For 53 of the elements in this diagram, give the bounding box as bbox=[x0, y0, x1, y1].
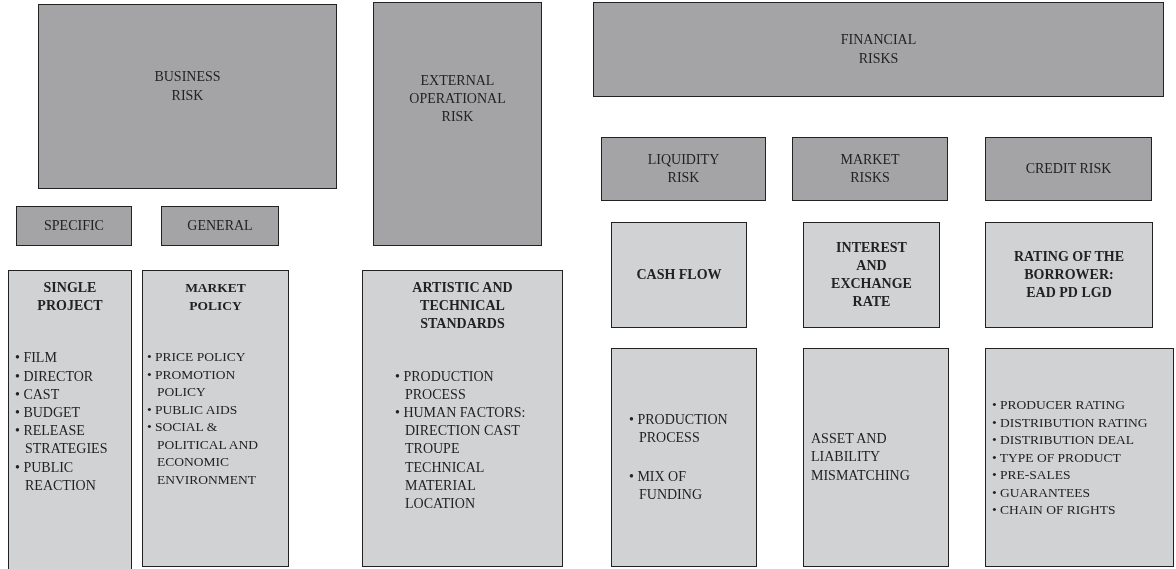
list-item: • PRODUCER RATING bbox=[992, 396, 1126, 414]
list-item: • FILM bbox=[15, 349, 58, 368]
risk-category-box bbox=[161, 206, 279, 246]
risk-detail-box bbox=[985, 348, 1174, 567]
heading-text: MARKET RISKS bbox=[839, 150, 901, 187]
list-item: • PUBLIC AIDS bbox=[147, 400, 239, 419]
risk-category-box bbox=[16, 206, 132, 246]
list-item: • PRE-SALES bbox=[992, 466, 1072, 484]
list-item: • PRODUCTION PROCESS bbox=[629, 411, 729, 448]
risk-category-box bbox=[985, 137, 1152, 201]
list-item: • CHAIN OF RIGHTS bbox=[992, 501, 1117, 519]
heading-text: LIQUIDITY RISK bbox=[646, 150, 721, 187]
list-item: • RELEASE STRATEGIES bbox=[15, 422, 109, 459]
risk-factor-box bbox=[611, 222, 747, 328]
list-item: • PRODUCTION PROCESS bbox=[395, 367, 495, 404]
risk-detail-box bbox=[611, 348, 757, 567]
list-item: • PUBLIC REACTION bbox=[15, 458, 97, 495]
list-item: • PROMOTION POLICY bbox=[147, 365, 237, 401]
heading-text: FINANCIAL RISKS bbox=[839, 31, 918, 68]
list-item: • DIRECTOR bbox=[15, 367, 95, 386]
risk-category-box bbox=[593, 2, 1164, 97]
risk-category-box bbox=[38, 4, 337, 189]
risk-factor-box bbox=[362, 270, 563, 567]
risk-detail-box bbox=[803, 348, 949, 567]
list-item: • GUARANTEES bbox=[992, 483, 1092, 502]
risk-category-box bbox=[792, 137, 948, 201]
heading-text: ARTISTIC AND TECHNICAL STANDARDS bbox=[411, 279, 514, 334]
risk-factor-box bbox=[8, 270, 132, 569]
heading-text: SPECIFIC bbox=[44, 216, 104, 235]
list-item: • CAST bbox=[15, 385, 61, 404]
heading-text: GENERAL bbox=[187, 216, 253, 235]
heading-text: EXTERNAL OPERATIONAL RISK bbox=[408, 71, 507, 127]
heading-text: INTEREST AND EXCHANGE RATE bbox=[830, 238, 913, 312]
heading-text: SINGLE PROJECT bbox=[36, 279, 104, 316]
list-item: • SOCIAL & POLITICAL AND ECONOMIC ENVIRONMENT bbox=[147, 418, 260, 489]
risk-factor-box bbox=[985, 222, 1153, 328]
heading-text: BUSINESS RISK bbox=[153, 68, 222, 105]
list-item: • TYPE OF PRODUCT bbox=[992, 448, 1122, 467]
body-text: ASSET AND LIABILITY MISMATCHING bbox=[811, 430, 911, 485]
list-item: • DISTRIBUTION RATING bbox=[992, 413, 1149, 432]
list-item: • DISTRIBUTION DEAL bbox=[992, 431, 1135, 449]
heading-text: CREDIT RISK bbox=[1025, 159, 1112, 178]
risk-factor-box bbox=[142, 270, 289, 567]
risk-category-box bbox=[373, 2, 542, 246]
heading-text: MARKET POLICY bbox=[184, 279, 247, 315]
list-item: • MIX OF FUNDING bbox=[629, 467, 703, 504]
risk-factor-box bbox=[803, 222, 940, 328]
list-item: • BUDGET bbox=[15, 403, 82, 422]
heading-text: RATING OF THE BORROWER: EAD PD LGD bbox=[1013, 247, 1125, 303]
heading-text: CASH FLOW bbox=[636, 265, 722, 284]
list-item: • PRICE POLICY bbox=[147, 348, 247, 366]
list-item: • HUMAN FACTORS: DIRECTION CAST TROUPE TECHNICAL MATERIAL LOCATION bbox=[395, 403, 527, 513]
risk-category-box bbox=[601, 137, 766, 201]
